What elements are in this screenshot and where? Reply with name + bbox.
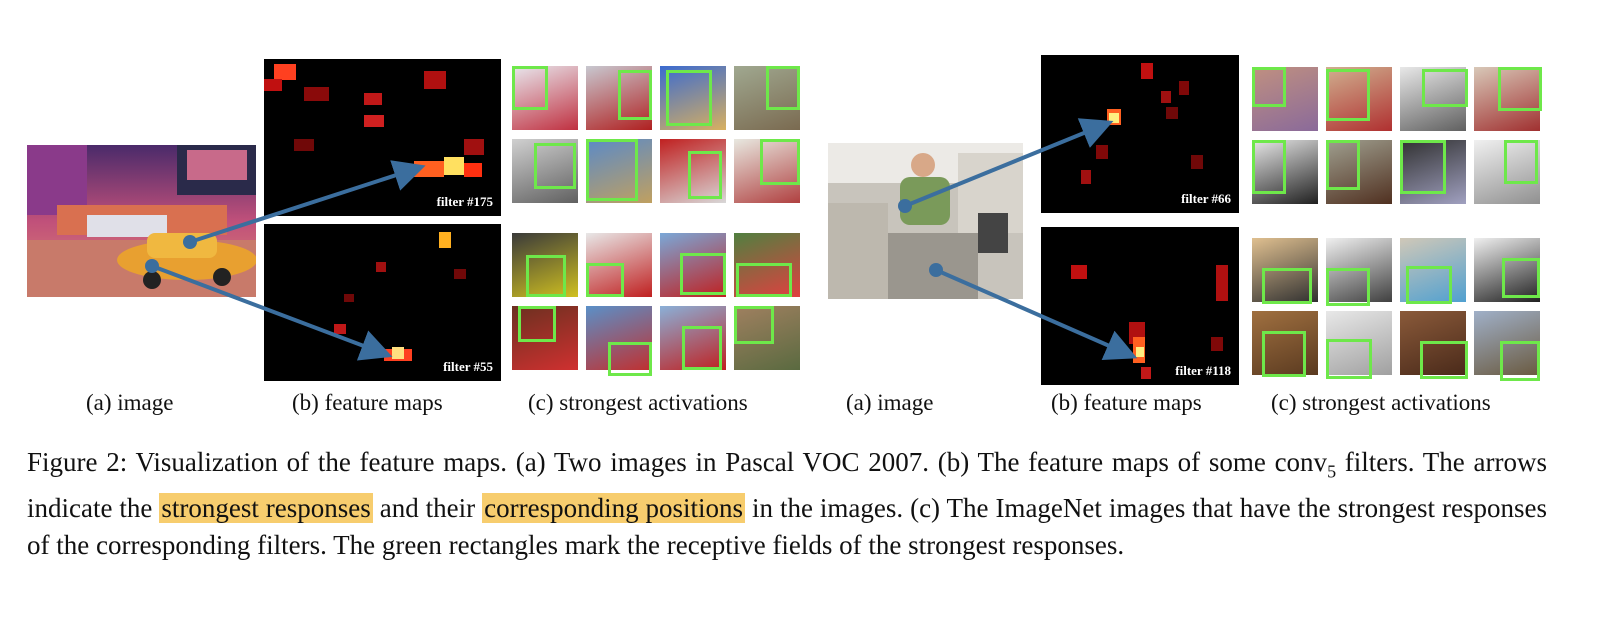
left-bottom-receptive-box-5 [518, 306, 556, 342]
right-bottom-receptive-box-2 [1326, 268, 1370, 306]
left-top-receptive-box-7 [688, 151, 722, 199]
left-bottom-thumb-3 [660, 233, 726, 297]
right-top-thumb-3 [1400, 67, 1466, 131]
left-top-receptive-box-5 [534, 143, 576, 189]
left-bottom-thumb-5 [512, 306, 578, 370]
left-top-receptive-box-1 [512, 66, 548, 110]
right-top-receptive-box-7 [1400, 140, 1446, 194]
figure-caption: Figure 2: Visualization of the feature m… [27, 444, 1547, 564]
caption-part3: and their [372, 493, 483, 524]
arrow-origin-taxi-2 [145, 259, 159, 273]
left-bottom-thumb-1 [512, 233, 578, 297]
sublabel-left-strongest: (c) strongest activations [528, 390, 748, 415]
right-top-receptive-box-5 [1252, 140, 1286, 194]
sublabel-right-feature-maps: (b) feature maps [1051, 390, 1202, 415]
arrow-taxi-to-175 [189, 160, 426, 244]
right-bottom-receptive-box-8 [1500, 341, 1540, 381]
left-bottom-receptive-box-1 [526, 255, 566, 297]
arrow-person-to-66 [904, 118, 1114, 208]
left-bottom-receptive-box-6 [608, 342, 652, 376]
left-bottom-receptive-box-7 [682, 326, 722, 370]
right-top-receptive-box-3 [1422, 69, 1468, 107]
left-top-receptive-box-6 [586, 139, 638, 201]
arrow-origin-person-1 [898, 199, 912, 213]
filter-175-label: filter #175 [436, 194, 493, 209]
left-top-receptive-box-2 [618, 70, 652, 120]
left-top-thumb-5 [512, 139, 578, 203]
sublabel-left-image: (a) image [86, 390, 174, 415]
right-bottom-thumb-3 [1400, 238, 1466, 302]
filter-55-label: filter #55 [443, 359, 493, 374]
right-bottom-thumb-6 [1326, 311, 1392, 375]
caption-part4: in the images. (c) The ImageNet images t… [27, 493, 1547, 561]
right-bottom-receptive-box-1 [1262, 268, 1312, 304]
feature-map-filter-175: filter #175 [264, 59, 501, 216]
feature-map-filter-66: filter #66 [1041, 55, 1239, 213]
sublabel-right-strongest: (c) strongest activations [1271, 390, 1491, 415]
right-top-thumb-4 [1474, 67, 1540, 131]
caption-part1: Figure 2: Visualization of the feature m… [27, 447, 1328, 477]
left-bottom-receptive-box-2 [586, 263, 624, 297]
right-top-thumb-8 [1474, 140, 1540, 204]
left-top-receptive-box-4 [766, 66, 800, 110]
arrow-origin-person-2 [929, 263, 943, 277]
left-top-receptive-box-8 [760, 139, 800, 185]
arrow-person-to-118 [935, 268, 1138, 361]
right-bottom-receptive-box-6 [1326, 339, 1372, 379]
left-bottom-thumb-6 [586, 306, 652, 370]
arrow-origin-taxi-1 [183, 235, 197, 249]
right-bottom-receptive-box-3 [1406, 266, 1452, 304]
filter-118-label: filter #118 [1175, 363, 1231, 378]
left-bottom-receptive-box-4 [736, 263, 792, 297]
right-top-receptive-box-8 [1504, 140, 1538, 184]
caption-highlight-strongest: strongest responses [159, 493, 373, 524]
right-top-receptive-box-2 [1326, 69, 1370, 121]
left-bottom-receptive-box-3 [680, 253, 726, 295]
left-top-receptive-box-3 [666, 70, 712, 126]
right-bottom-thumb-4 [1474, 238, 1540, 302]
filter-66-label: filter #66 [1181, 191, 1231, 206]
right-top-receptive-box-4 [1498, 67, 1542, 111]
sublabel-right-image: (a) image [846, 390, 934, 415]
left-top-thumb-3 [660, 66, 726, 130]
right-bottom-receptive-box-7 [1420, 341, 1468, 379]
feature-map-filter-118: filter #118 [1041, 227, 1239, 385]
caption-highlight-positions: corresponding positions [482, 493, 746, 524]
left-top-thumb-7 [660, 139, 726, 203]
caption-part2: filters. The arrows indicate the [27, 447, 1547, 524]
caption-subscript: 5 [1327, 461, 1337, 482]
right-top-receptive-box-1 [1252, 67, 1286, 107]
left-top-thumb-6 [586, 139, 652, 203]
left-top-thumb-8 [734, 139, 800, 203]
office-person-image [828, 143, 1023, 299]
left-bottom-thumb-7 [660, 306, 726, 370]
right-bottom-receptive-box-5 [1262, 331, 1306, 377]
sublabel-left-feature-maps: (b) feature maps [292, 390, 443, 415]
left-bottom-receptive-box-8 [734, 306, 774, 344]
street-taxi-image [27, 145, 256, 297]
arrow-taxi-to-55 [151, 264, 393, 361]
right-top-receptive-box-6 [1326, 140, 1360, 190]
left-bottom-thumb-8 [734, 306, 800, 370]
right-bottom-receptive-box-4 [1502, 258, 1540, 298]
